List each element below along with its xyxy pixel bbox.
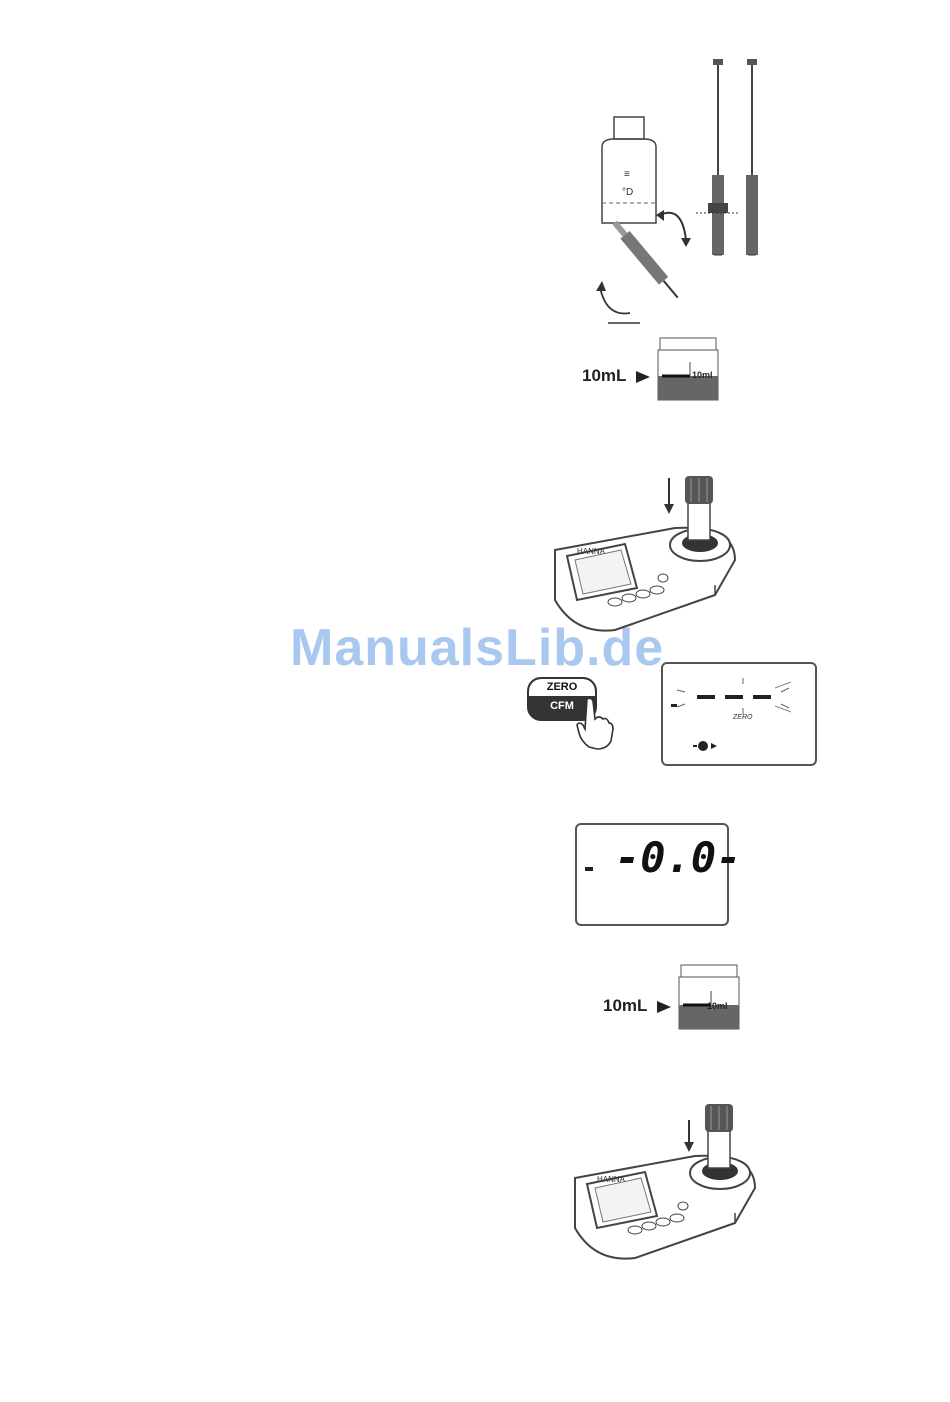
zero-cfm-button-figure: ZERO CFM — [527, 673, 617, 751]
brand-label: HANNA — [597, 1175, 626, 1184]
blinking-display-figure: ZERO — [661, 662, 817, 766]
zero-reading-display-figure: -0.0- — [575, 823, 729, 926]
svg-text:°D: °D — [622, 187, 633, 198]
cuvette-fill-figure: 10mL 10ml — [582, 336, 722, 406]
meter-insert-illustration-2: HANNA — [565, 1098, 765, 1270]
zero-status-text: ZERO — [733, 714, 752, 721]
zero-label: ZERO — [529, 679, 595, 696]
cuvette-mark-label: 10ml — [707, 1001, 728, 1011]
brand-label: HANNA — [577, 547, 606, 556]
arrow-right-icon — [655, 999, 673, 1015]
meter-insert-illustration: HANNA — [545, 470, 745, 640]
arrow-right-icon — [634, 369, 652, 385]
pointing-hand-icon — [573, 695, 617, 751]
volume-label: 10mL — [603, 996, 647, 1016]
bottle-dropper-illustration: ≡ °D — [590, 55, 780, 330]
cuvette-fill-figure-2: 10mL 10ml — [603, 963, 743, 1033]
reading-value: -0.0- — [615, 833, 741, 882]
cuvette-icon — [656, 336, 722, 402]
svg-text:≡: ≡ — [624, 169, 630, 180]
cuvette-mark-label: 10ml — [692, 370, 713, 380]
volume-label: 10mL — [582, 366, 626, 386]
cuvette-icon — [677, 963, 743, 1031]
indicator-mark-icon — [585, 867, 595, 873]
